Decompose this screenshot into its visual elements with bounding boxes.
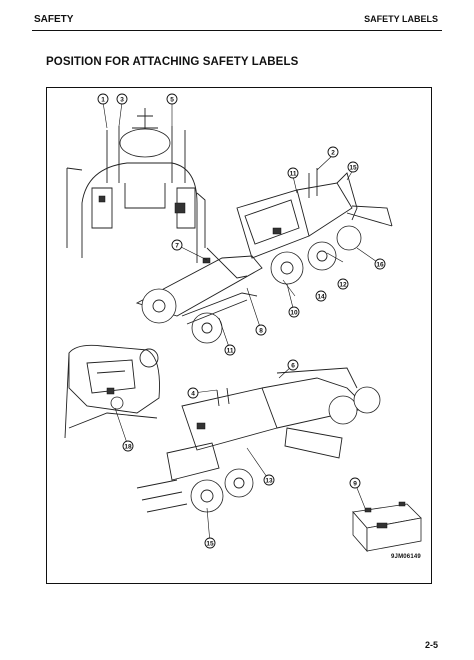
svg-text:1: 1	[101, 96, 105, 103]
callout-7: 7	[171, 239, 183, 251]
callout-4: 4	[187, 387, 199, 399]
grader-top-drawing	[135, 168, 393, 344]
callout-15-upper: 15	[347, 161, 359, 173]
svg-text:16: 16	[376, 261, 384, 268]
callout-6: 6	[287, 359, 299, 371]
leader-lines	[102, 101, 381, 544]
header-rule	[32, 30, 442, 31]
svg-text:6: 6	[291, 362, 295, 369]
svg-text:4: 4	[191, 390, 195, 397]
svg-text:18: 18	[124, 443, 132, 450]
page-number: 2-5	[424, 640, 438, 650]
callout-15-lower: 15	[204, 537, 216, 549]
svg-text:13: 13	[265, 477, 273, 484]
svg-text:14: 14	[317, 293, 325, 300]
svg-text:9: 9	[353, 480, 357, 487]
svg-text:15: 15	[349, 164, 357, 171]
svg-text:2: 2	[331, 149, 335, 156]
engine-drawing	[64, 344, 160, 439]
figure-frame: 1 3 5 11 2 15 7 16 10 14 12 8 11 6 4 13 …	[46, 87, 432, 584]
svg-text:11: 11	[227, 347, 234, 354]
section-title: POSITION FOR ATTACHING SAFETY LABELS	[46, 56, 299, 68]
svg-text:5: 5	[170, 96, 174, 103]
header-subsection: SAFETY LABELS	[364, 14, 438, 24]
callout-10: 10	[288, 306, 300, 318]
cab-interior-drawing	[66, 108, 206, 263]
callout-12: 12	[337, 278, 349, 290]
safety-labels-diagram: 1 3 5 11 2 15 7 16 10 14 12 8 11 6 4 13 …	[64, 93, 422, 553]
battery-drawing	[352, 501, 422, 553]
callout-5: 5	[166, 93, 178, 105]
callout-2: 2	[327, 146, 339, 158]
callout-8: 8	[255, 324, 267, 336]
svg-text:10: 10	[290, 309, 298, 316]
svg-text:12: 12	[339, 281, 347, 288]
callout-14: 14	[315, 290, 327, 302]
callout-11-lower: 11	[224, 344, 236, 356]
svg-text:15: 15	[206, 540, 214, 547]
figure-code: 9JM06149	[391, 554, 421, 560]
grader-bottom-drawing	[136, 367, 381, 513]
callout-3: 3	[116, 93, 128, 105]
callout-16: 16	[374, 258, 386, 270]
callout-11-upper: 11	[287, 167, 299, 179]
callout-1: 1	[97, 93, 109, 105]
svg-text:8: 8	[259, 327, 263, 334]
callout-18: 18	[122, 440, 134, 452]
callouts: 1 3 5 11 2 15 7 16 10 14 12 8 11 6 4 13 …	[97, 93, 386, 549]
callout-13: 13	[263, 474, 275, 486]
svg-text:3: 3	[120, 96, 124, 103]
callout-9: 9	[349, 477, 361, 489]
svg-text:11: 11	[290, 170, 297, 177]
svg-text:7: 7	[175, 242, 179, 249]
header-section: SAFETY	[34, 14, 74, 25]
